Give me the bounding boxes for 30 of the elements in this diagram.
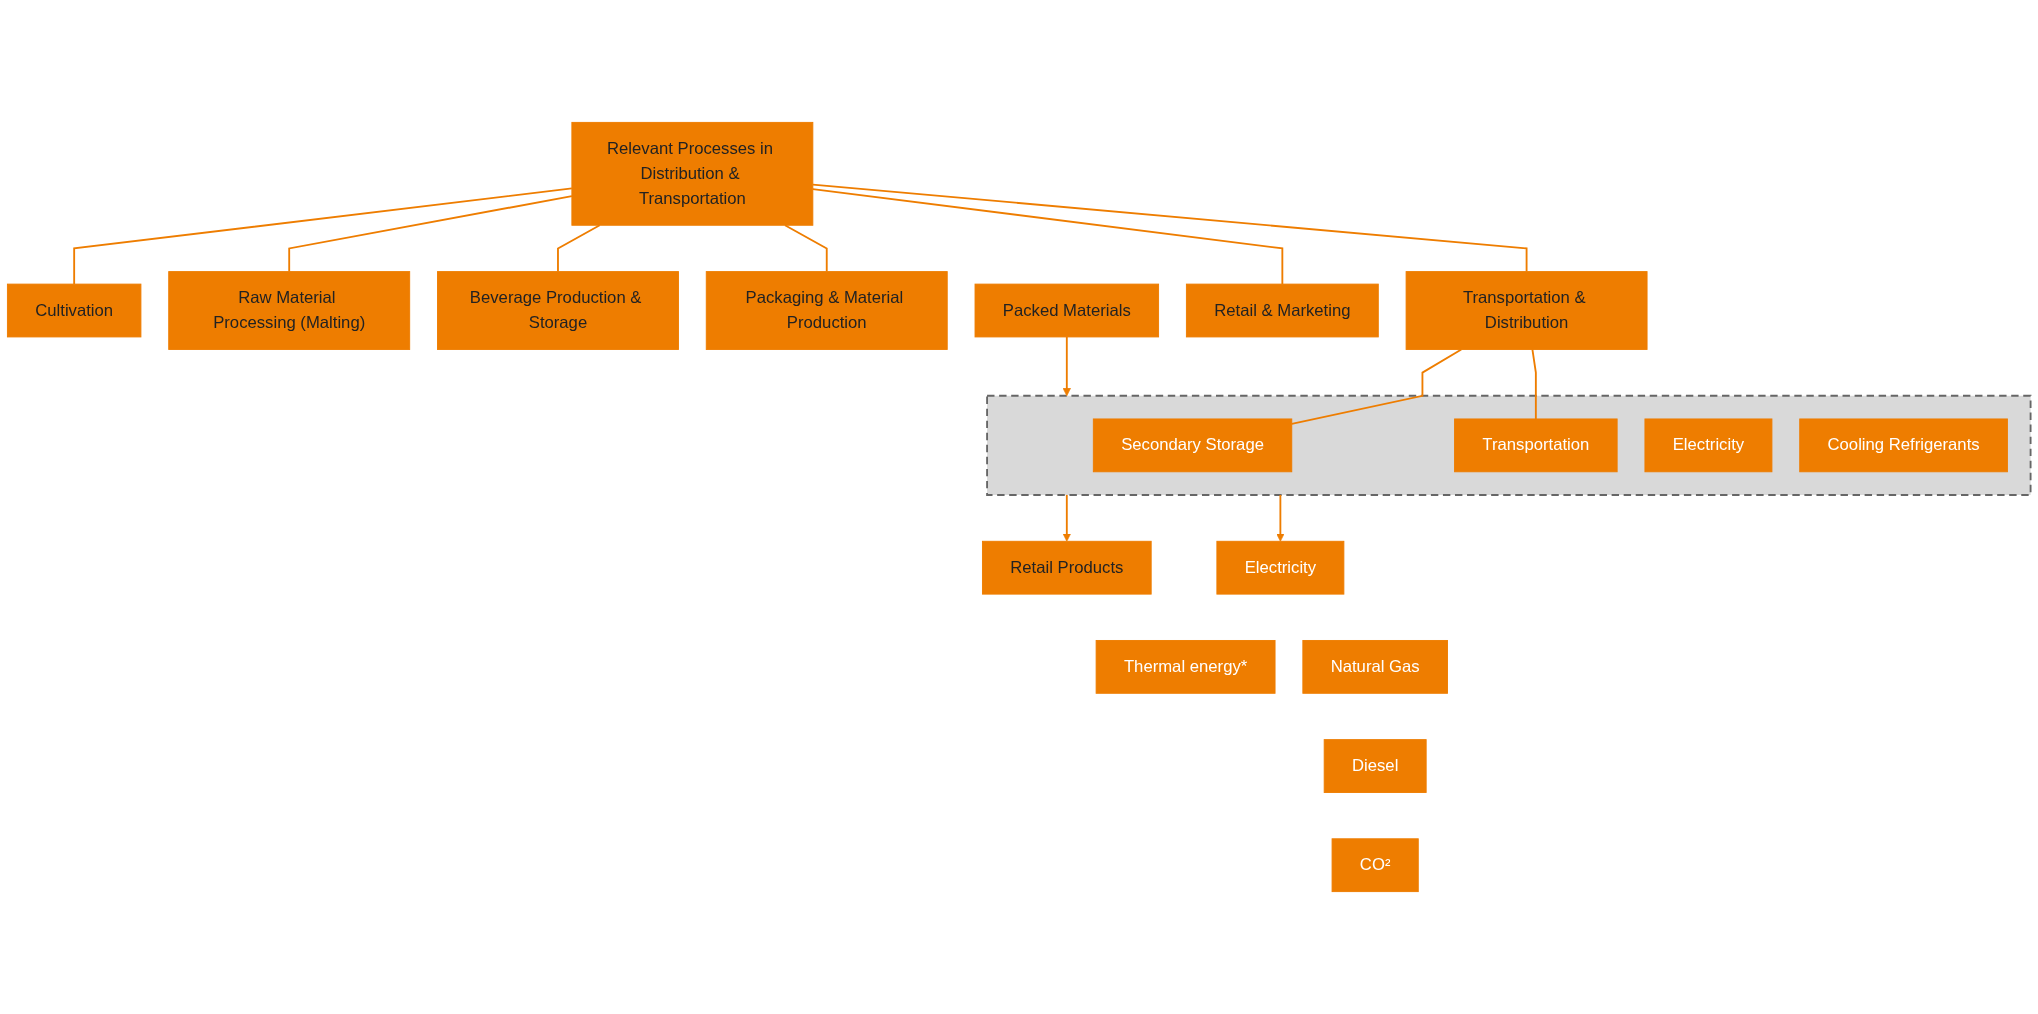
connector bbox=[557, 224, 601, 273]
node-box: Diesel bbox=[1323, 739, 1427, 793]
arrow bbox=[1062, 336, 1071, 397]
connector bbox=[784, 224, 828, 273]
node-box: Beverage Production & Storage bbox=[437, 271, 679, 350]
arrow bbox=[1276, 494, 1285, 542]
node-box: Thermal energy* bbox=[1095, 640, 1276, 694]
node-box: Natural Gas bbox=[1302, 640, 1448, 694]
node-box: CO² bbox=[1331, 838, 1419, 893]
node-box: Relevant Processes in Distribution & Transportation bbox=[571, 121, 814, 226]
cluster bbox=[986, 394, 2032, 496]
node-box: Retail & Marketing bbox=[1185, 283, 1379, 338]
node-box: Transportation & Distribution bbox=[1405, 271, 1648, 350]
node-box: Cultivation bbox=[6, 283, 142, 338]
node-box: Transportation bbox=[1454, 418, 1618, 473]
connector bbox=[288, 195, 573, 273]
connector bbox=[1531, 348, 1537, 420]
connector bbox=[1290, 348, 1463, 425]
node-box: Secondary Storage bbox=[1092, 418, 1293, 473]
node-box: Raw Material Processing (Malting) bbox=[168, 271, 411, 350]
node-box: Packaging & Material Production bbox=[705, 271, 948, 350]
node-box: Retail Products bbox=[981, 540, 1152, 595]
connector bbox=[73, 187, 573, 286]
node-box: Electricity bbox=[1216, 540, 1345, 595]
connector bbox=[811, 183, 1528, 273]
node-box: Cooling Refrigerants bbox=[1799, 418, 2008, 473]
node-box: Electricity bbox=[1644, 418, 1773, 473]
arrow bbox=[1062, 494, 1071, 542]
node-box: Packed Materials bbox=[974, 283, 1160, 338]
connector bbox=[811, 188, 1284, 286]
